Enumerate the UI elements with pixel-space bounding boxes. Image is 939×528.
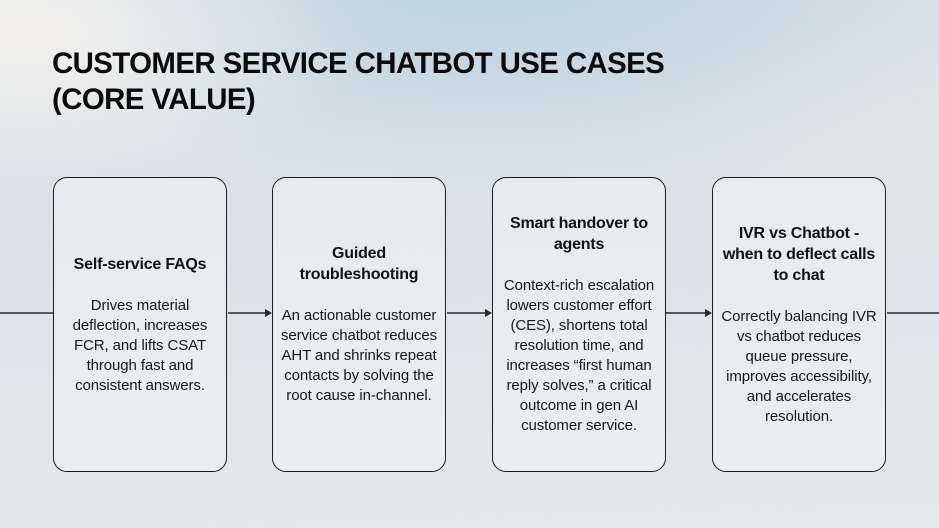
card-body: An actionable customer service chatbot r… — [280, 307, 438, 404]
card-smart-handover: Smart handover to agents Context-rich es… — [492, 177, 666, 472]
card-body: Drives material deflection, increases FC… — [72, 296, 208, 394]
card-self-service-faqs: Self-service FAQs Drives material deflec… — [53, 177, 227, 472]
page-title-line-2: (CORE VALUE) — [52, 83, 256, 116]
connector-line-segment — [228, 312, 266, 314]
arrow-right-icon — [705, 309, 712, 317]
connector-line-segment — [447, 312, 486, 314]
card-heading: Smart handover to agents — [510, 215, 648, 253]
card-body: Context-rich escalation lowers customer … — [503, 277, 655, 434]
card-body: Correctly balancing IVR vs chatbot reduc… — [721, 307, 877, 425]
card-ivr-vs-chatbot: IVR vs Chatbot - when to deflect calls t… — [712, 177, 886, 472]
card-guided-troubleshooting: Guided troubleshooting An actionable cus… — [272, 177, 446, 472]
page-title-line-1: CUSTOMER SERVICE CHATBOT USE CASES — [52, 47, 665, 80]
arrow-right-icon — [265, 309, 272, 317]
connector-line-segment — [666, 312, 706, 314]
page-title: CUSTOMER SERVICE CHATBOT USE CASES (CORE… — [52, 46, 758, 118]
arrow-right-icon — [485, 309, 492, 317]
connector-line-segment — [0, 312, 53, 314]
connector-line-segment — [887, 312, 939, 314]
card-heading: IVR vs Chatbot - when to deflect calls t… — [722, 224, 876, 284]
card-heading: Self-service FAQs — [73, 255, 207, 273]
card-heading: Guided troubleshooting — [299, 245, 419, 283]
